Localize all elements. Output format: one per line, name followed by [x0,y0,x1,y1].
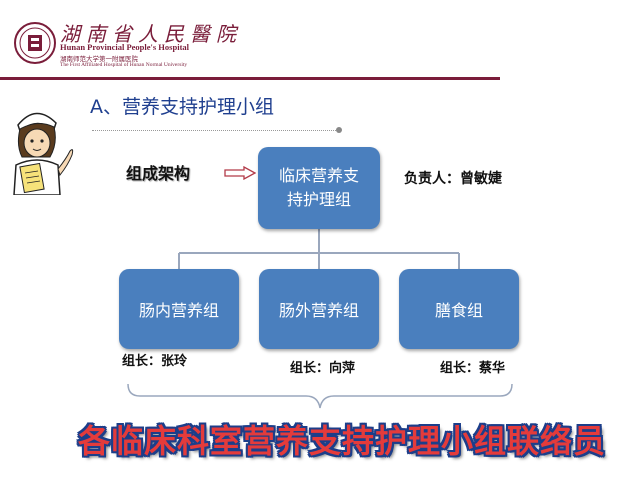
hospital-logo [14,22,56,64]
hospital-name-calligraphy: 湖南省人民醫院 [60,22,242,46]
org-node-enteral: 肠内营养组 [119,269,239,349]
title-underline [92,130,338,131]
diet-leader: 组长：蔡华 [440,361,506,376]
org-node-root-line2: 持护理组 [286,190,351,209]
parenteral-leader: 组长：向萍 [290,361,356,376]
nurse-illustration [13,112,74,195]
liaison-banner: 各临床科室营养支持护理小组联络员 [78,422,607,460]
org-node-root-line1: 临床营养支 [278,166,359,185]
org-node-root: 临床营养支 持护理组 [258,147,380,229]
section-title: A、营养支持护理小组 [90,96,274,118]
org-structure-label: 组成架构 [126,164,191,183]
org-node-parenteral: 肠外营养组 [259,269,379,349]
hospital-name-en: Hunan Provincial People's Hospital [60,42,190,52]
hospital-affiliation-en: The First Affiliated Hospital of Hunan N… [60,62,188,68]
enteral-leader: 组长：张玲 [122,354,188,369]
hospital-affiliation-cn: 湖南师范大学第一附属医院 [60,55,138,63]
arrow-right-icon [224,166,256,180]
root-leader: 负责人：曾敏婕 [404,171,502,187]
org-node-diet: 膳食组 [399,269,519,349]
title-underline-dot [336,127,342,133]
header-divider [0,77,500,80]
header: 湖南省人民醫院 Hunan Provincial People's Hospit… [0,0,640,80]
